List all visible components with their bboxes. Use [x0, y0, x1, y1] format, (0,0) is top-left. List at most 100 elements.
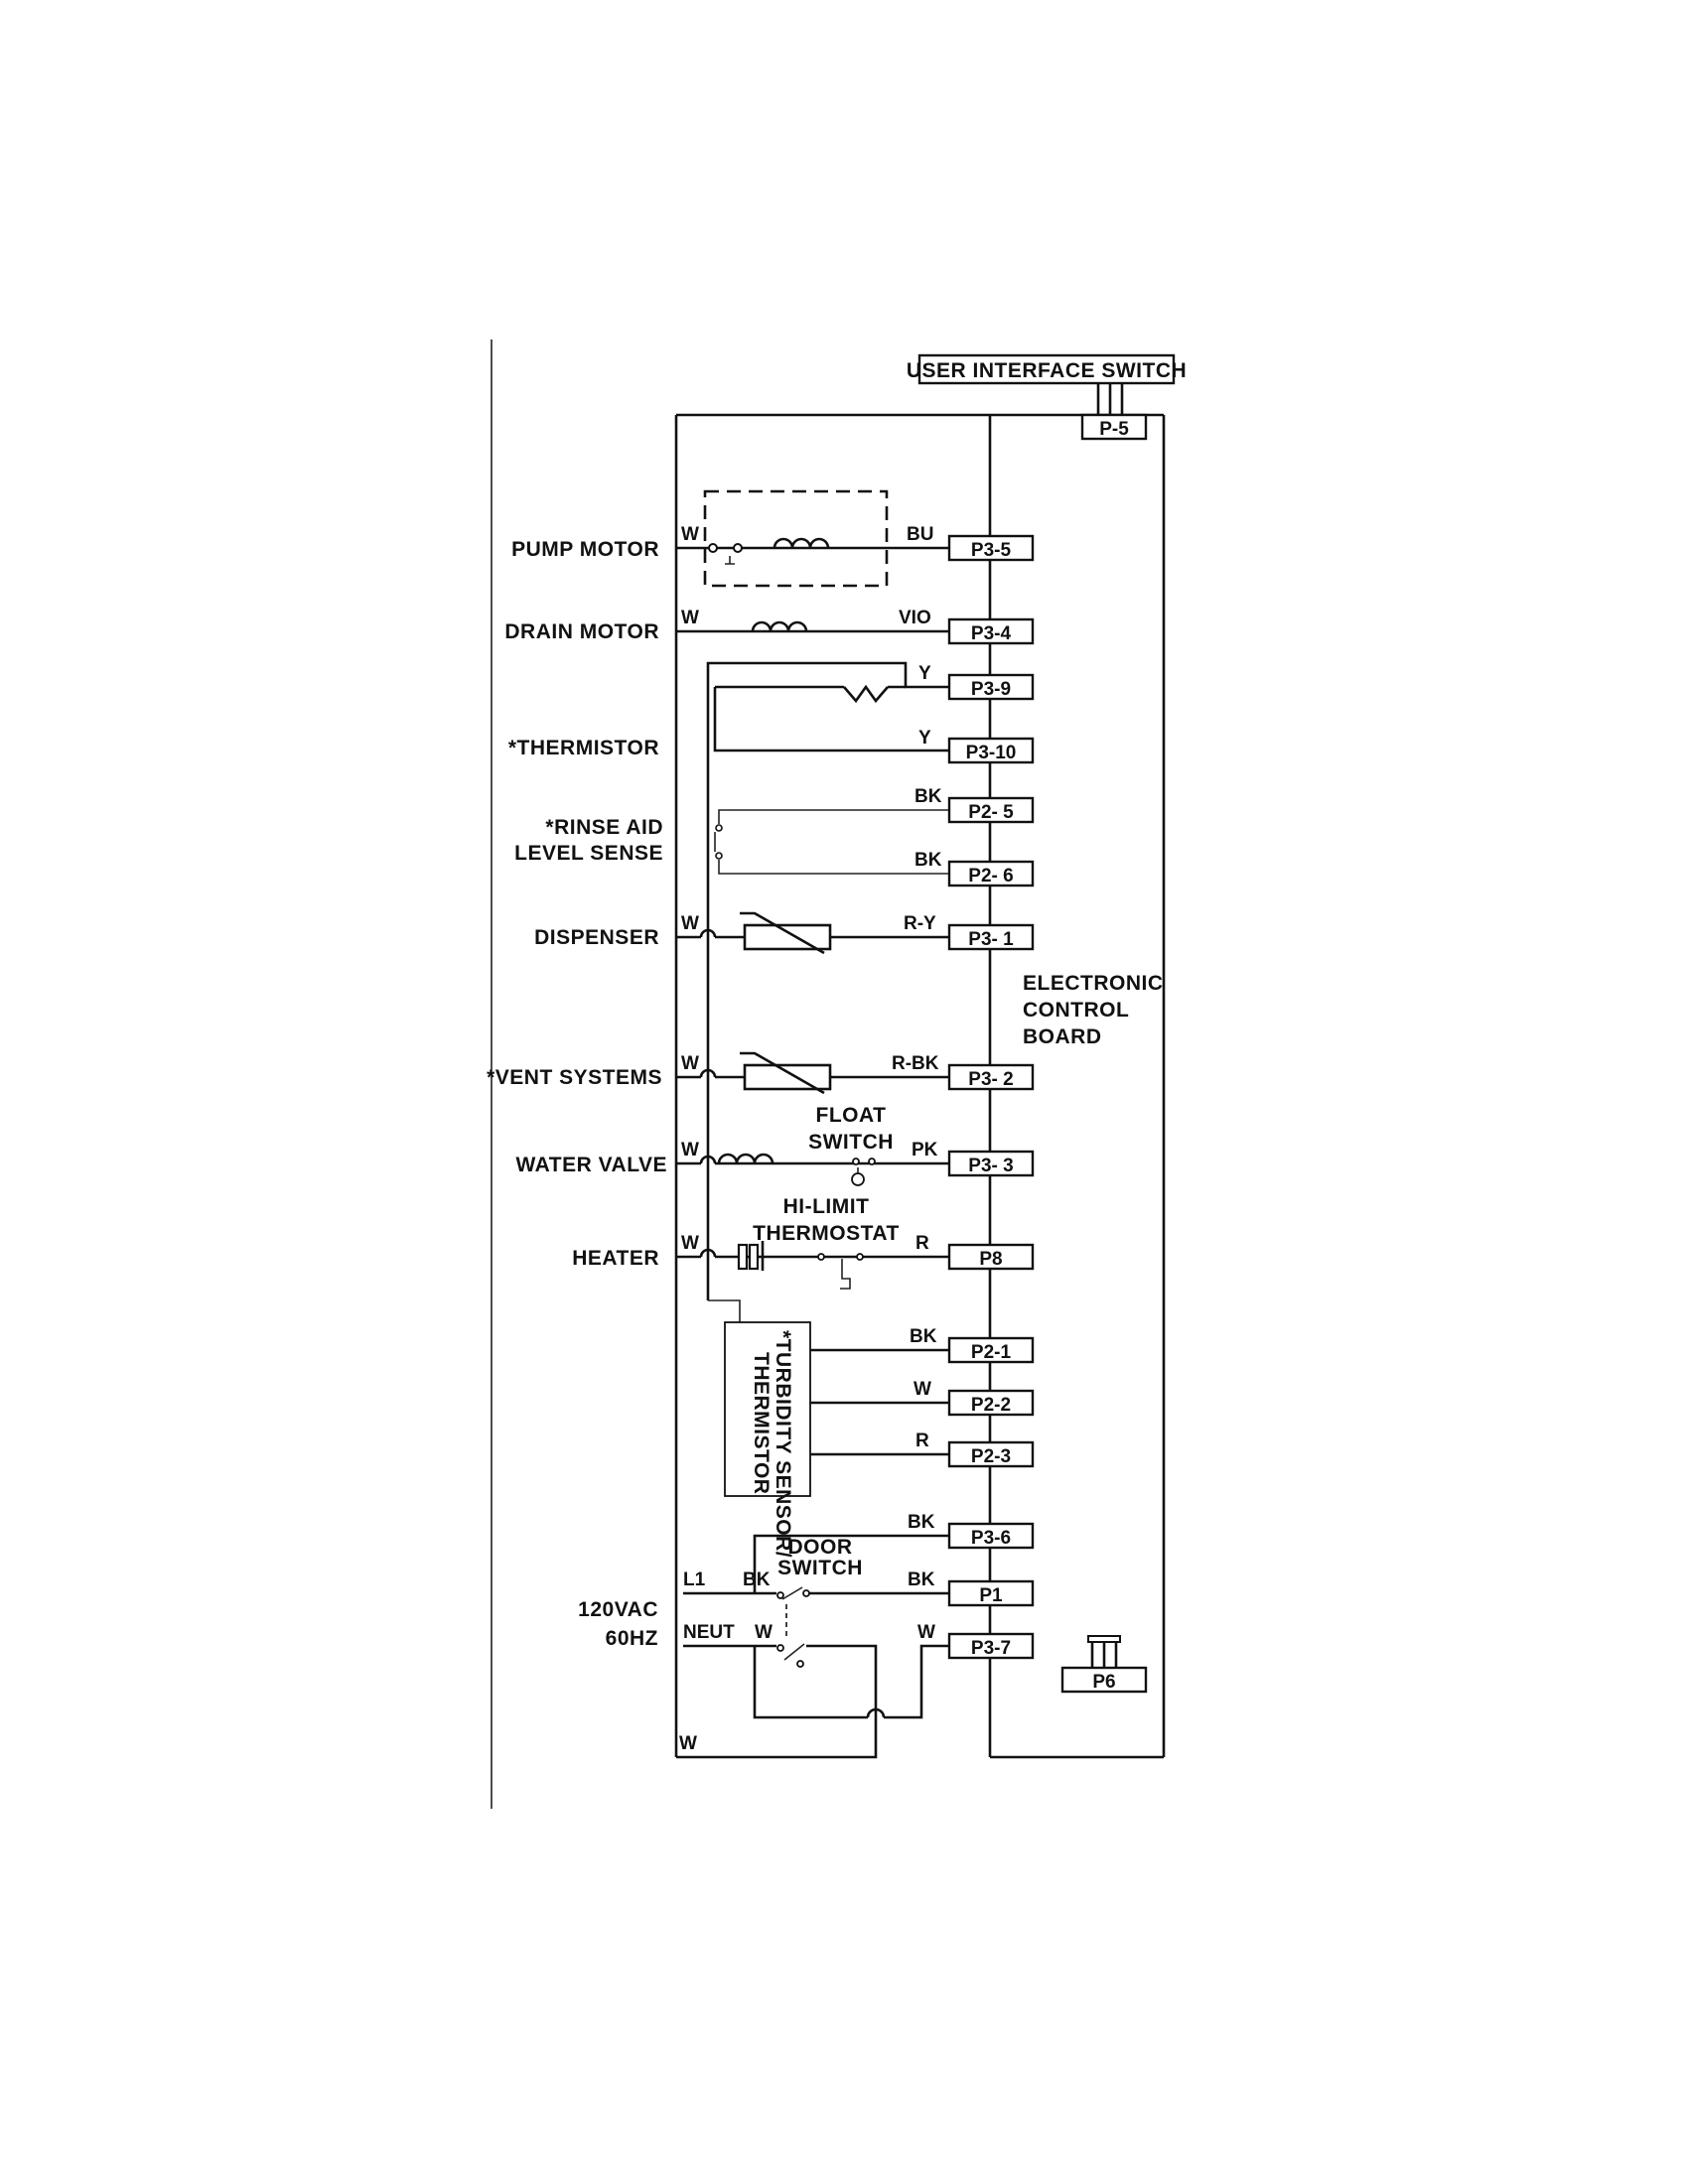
connector-p3-10	[947, 737, 1035, 764]
svg-text:BK: BK	[908, 1512, 935, 1533]
svg-text:W: W	[914, 1379, 931, 1400]
connector-p8	[947, 1243, 1035, 1271]
svg-text:W: W	[681, 608, 699, 628]
svg-text:P3-5: P3-5	[971, 540, 1012, 561]
svg-text:R: R	[915, 1431, 929, 1451]
svg-text:W: W	[755, 1622, 773, 1643]
connector-p3-6	[947, 1522, 1035, 1550]
svg-text:P3-6: P3-6	[971, 1528, 1011, 1549]
turbidity-label-line2: THERMISTOR	[750, 1352, 773, 1494]
drain-motor-coil	[751, 620, 808, 632]
svg-text:W: W	[681, 913, 699, 934]
svg-text:BK: BK	[914, 850, 942, 871]
svg-text:BU: BU	[907, 524, 933, 545]
connector-p2-6	[947, 860, 1035, 887]
connector-p3-2	[947, 1063, 1035, 1091]
door-switch-label-line2: SWITCH	[777, 1557, 863, 1579]
supply-label-line2: 60HZ	[606, 1627, 658, 1650]
svg-text:VIO: VIO	[899, 608, 931, 628]
svg-text:P2-2: P2-2	[971, 1395, 1011, 1416]
svg-text:P3-7: P3-7	[971, 1638, 1011, 1659]
svg-text:R-BK: R-BK	[892, 1053, 939, 1074]
svg-text:Y: Y	[918, 728, 931, 749]
connector-p2-3	[947, 1440, 1035, 1468]
svg-text:P3-9: P3-9	[971, 679, 1011, 700]
float-switch	[852, 1158, 860, 1165]
water-valve-coil	[717, 1153, 774, 1164]
vent-ptc-heater	[743, 1063, 832, 1091]
connector-p3-3	[947, 1150, 1035, 1177]
board-label-line1: ELECTRONIC	[1023, 972, 1164, 995]
svg-text:W: W	[679, 1733, 697, 1754]
hi-limit-label-line1: HI-LIMIT	[783, 1195, 870, 1218]
svg-text:PK: PK	[912, 1140, 938, 1160]
hi-limit-label-line2: THERMOSTAT	[753, 1222, 900, 1245]
connector-p5	[1080, 413, 1148, 441]
drain-motor-label: DRAIN MOTOR	[504, 620, 659, 643]
thermistor-label: *THERMISTOR	[508, 737, 659, 759]
svg-text:Y: Y	[918, 663, 931, 684]
svg-text:BK: BK	[914, 786, 942, 807]
svg-text:P3-10: P3-10	[966, 743, 1017, 763]
svg-text:BK: BK	[910, 1326, 937, 1347]
turbidity-label-line1: *TURBIDITY SENSOR/	[772, 1330, 794, 1558]
svg-text:NEUT: NEUT	[683, 1622, 735, 1643]
pump-motor-housing	[703, 489, 889, 588]
connector-p2-2	[947, 1389, 1035, 1417]
svg-text:W: W	[681, 524, 699, 545]
thermistor-symbol	[843, 684, 889, 704]
connector-p3-5	[947, 534, 1035, 562]
svg-text:P3- 3: P3- 3	[968, 1156, 1013, 1176]
svg-text:P2- 6: P2- 6	[968, 866, 1013, 887]
float-switch-label-line2: SWITCH	[808, 1131, 894, 1154]
svg-text:P3- 2: P3- 2	[968, 1069, 1013, 1090]
heater-label: HEATER	[572, 1247, 659, 1270]
svg-text:P2-3: P2-3	[971, 1446, 1011, 1467]
dispenser-ptc-heater	[743, 923, 832, 951]
vent-systems-label: *VENT SYSTEMS	[487, 1066, 662, 1089]
svg-text:P-5: P-5	[1099, 419, 1129, 440]
svg-text:R-Y: R-Y	[904, 913, 936, 934]
connector-p2-5	[947, 796, 1035, 824]
connector-p3-4	[947, 617, 1035, 645]
svg-text:W: W	[917, 1622, 935, 1643]
board-label-line3: BOARD	[1023, 1025, 1102, 1048]
dispenser-label: DISPENSER	[534, 926, 659, 949]
hi-limit-thermostat	[817, 1253, 825, 1261]
connector-p3-9	[947, 673, 1035, 701]
svg-text:W: W	[681, 1140, 699, 1160]
svg-text:P3-4: P3-4	[971, 623, 1012, 644]
user-interface-switch-box	[917, 353, 1176, 385]
board-label-line2: CONTROL	[1023, 999, 1129, 1022]
turbidity-sensor-box	[724, 1321, 811, 1497]
user-interface-switch-label: USER INTERFACE SWITCH	[907, 359, 1187, 382]
svg-text:P1: P1	[979, 1585, 1003, 1606]
svg-text:P3- 1: P3- 1	[968, 929, 1014, 950]
thermistor-loop	[713, 687, 949, 752]
svg-text:BK: BK	[908, 1570, 935, 1590]
svg-text:R: R	[915, 1233, 929, 1254]
rinse-aid-reed-switch	[715, 824, 723, 832]
svg-text:P6: P6	[1092, 1672, 1115, 1693]
svg-text:W: W	[681, 1053, 699, 1074]
door-switch-contact-neut	[776, 1644, 784, 1652]
door-switch-contact-l1	[776, 1591, 784, 1599]
float-switch-label-line1: FLOAT	[816, 1104, 887, 1127]
svg-text:W: W	[681, 1233, 699, 1254]
svg-text:P2- 5: P2- 5	[968, 802, 1014, 823]
connector-p6	[1060, 1666, 1148, 1694]
svg-text:BK: BK	[743, 1570, 771, 1590]
pump-motor-coil	[773, 537, 830, 549]
svg-text:P8: P8	[979, 1249, 1002, 1270]
water-valve-label: WATER VALVE	[516, 1154, 668, 1176]
connector-p2-1	[947, 1336, 1035, 1364]
rinse-aid-label-line1: *RINSE AID	[545, 816, 663, 839]
connector-p3-1	[947, 923, 1035, 951]
svg-text:L1: L1	[683, 1570, 706, 1590]
connector-p1	[947, 1579, 1035, 1607]
door-switch-label-line1: DOOR	[788, 1536, 853, 1559]
svg-text:P2-1: P2-1	[971, 1342, 1012, 1363]
connector-p3-7	[947, 1632, 1035, 1660]
rinse-aid-label-line2: LEVEL SENSE	[514, 842, 663, 865]
